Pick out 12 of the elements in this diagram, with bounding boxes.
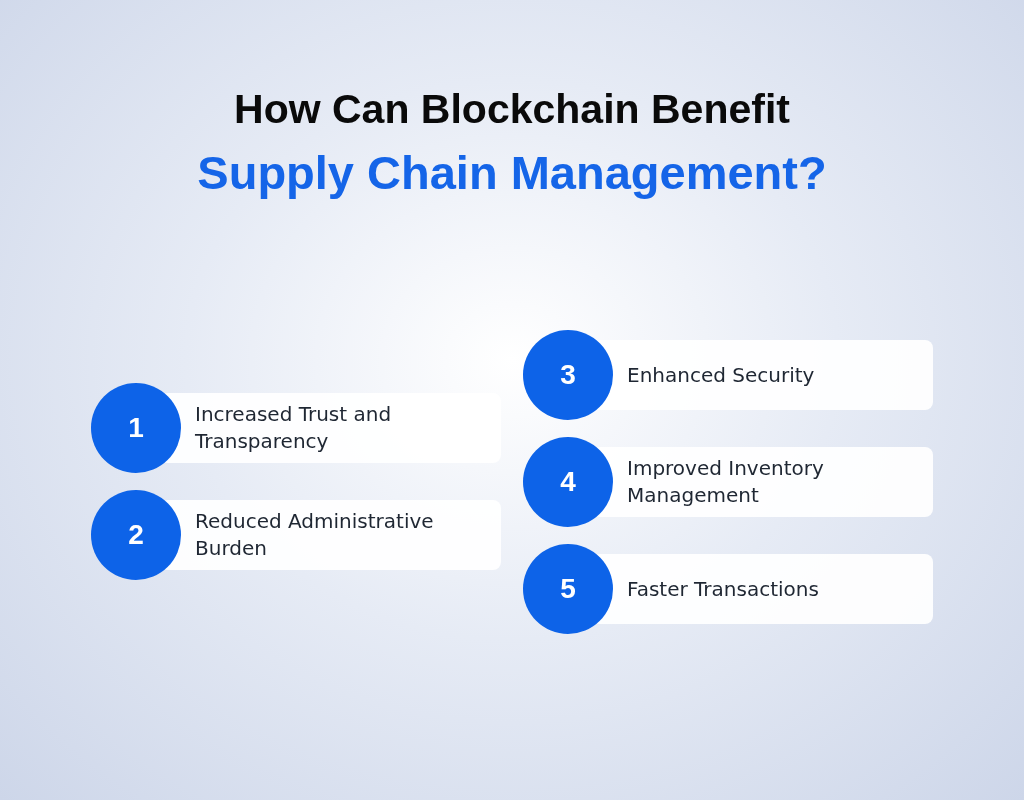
item-text: Reduced Administrative Burden xyxy=(195,508,435,562)
step-number: 1 xyxy=(91,383,181,473)
step-number: 5 xyxy=(523,544,613,634)
title: How Can Blockchain Benefit xyxy=(233,86,791,133)
item-text: Increased Trust and Transparency xyxy=(195,401,393,455)
subtitle: Supply Chain Management? xyxy=(196,145,828,200)
item-text: Enhanced Security xyxy=(627,361,815,389)
item-text: Improved Inventory Management xyxy=(627,455,825,509)
step-number: 4 xyxy=(523,437,613,527)
item-text: Faster Transactions xyxy=(627,575,819,603)
step-number: 3 xyxy=(523,330,613,420)
step-number: 2 xyxy=(91,490,181,580)
